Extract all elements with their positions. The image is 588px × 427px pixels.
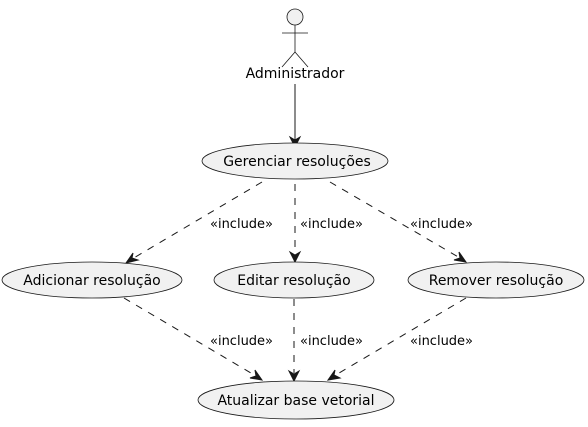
actor-leg-right: [294, 51, 309, 68]
actor-label: Administrador: [246, 66, 345, 82]
use-case-update-shape: [197, 380, 395, 420]
arrow-head: [288, 250, 302, 264]
actor-administrador[interactable]: Administrador: [246, 8, 345, 82]
use-case-update-label: Atualizar base vetorial: [217, 393, 374, 409]
use-case-manage-shape: [201, 142, 389, 180]
arrow-head: [326, 369, 342, 381]
use-case-add-label: Adicionar resolução: [23, 273, 160, 289]
include-remove-update-label: «include»: [410, 334, 473, 349]
actor-leg-left: [281, 51, 296, 68]
include-remove-update: «include»: [326, 297, 473, 381]
include-add-update-label: «include»: [210, 334, 273, 349]
include-manage-add: «include»: [124, 181, 273, 264]
use-case-add[interactable]: Adicionar resolução: [1, 261, 183, 299]
arrow-head: [249, 369, 264, 381]
include-manage-edit-label: «include»: [300, 217, 363, 232]
actor-head-icon: [286, 8, 304, 26]
use-case-manage-label: Gerenciar resoluções: [223, 154, 371, 170]
include-manage-remove-label: «include»: [410, 217, 473, 232]
arrow-head: [288, 135, 302, 149]
association-actor-manage: [288, 84, 302, 149]
include-manage-add-label: «include»: [210, 217, 273, 232]
include-edit-update-label: «include»: [300, 334, 363, 349]
use-case-remove-label: Remover resolução: [429, 273, 564, 289]
arrow-head: [124, 252, 140, 264]
include-add-update: «include»: [123, 297, 273, 381]
use-case-manage[interactable]: Gerenciar resoluções: [201, 142, 389, 180]
arrow-head: [453, 251, 468, 263]
use-case-remove-shape: [407, 261, 585, 299]
include-manage-edit: «include»: [288, 184, 363, 264]
use-case-edit-label: Editar resolução: [237, 273, 350, 289]
include-manage-remove: «include»: [329, 181, 473, 263]
use-case-add-shape: [1, 261, 183, 299]
use-case-edit-shape: [213, 261, 375, 299]
use-case-edit[interactable]: Editar resolução: [213, 261, 375, 299]
arrow-head: [287, 369, 301, 383]
use-case-update[interactable]: Atualizar base vetorial: [197, 380, 395, 420]
include-edit-update: «include»: [287, 299, 363, 383]
use-case-remove[interactable]: Remover resolução: [407, 261, 585, 299]
